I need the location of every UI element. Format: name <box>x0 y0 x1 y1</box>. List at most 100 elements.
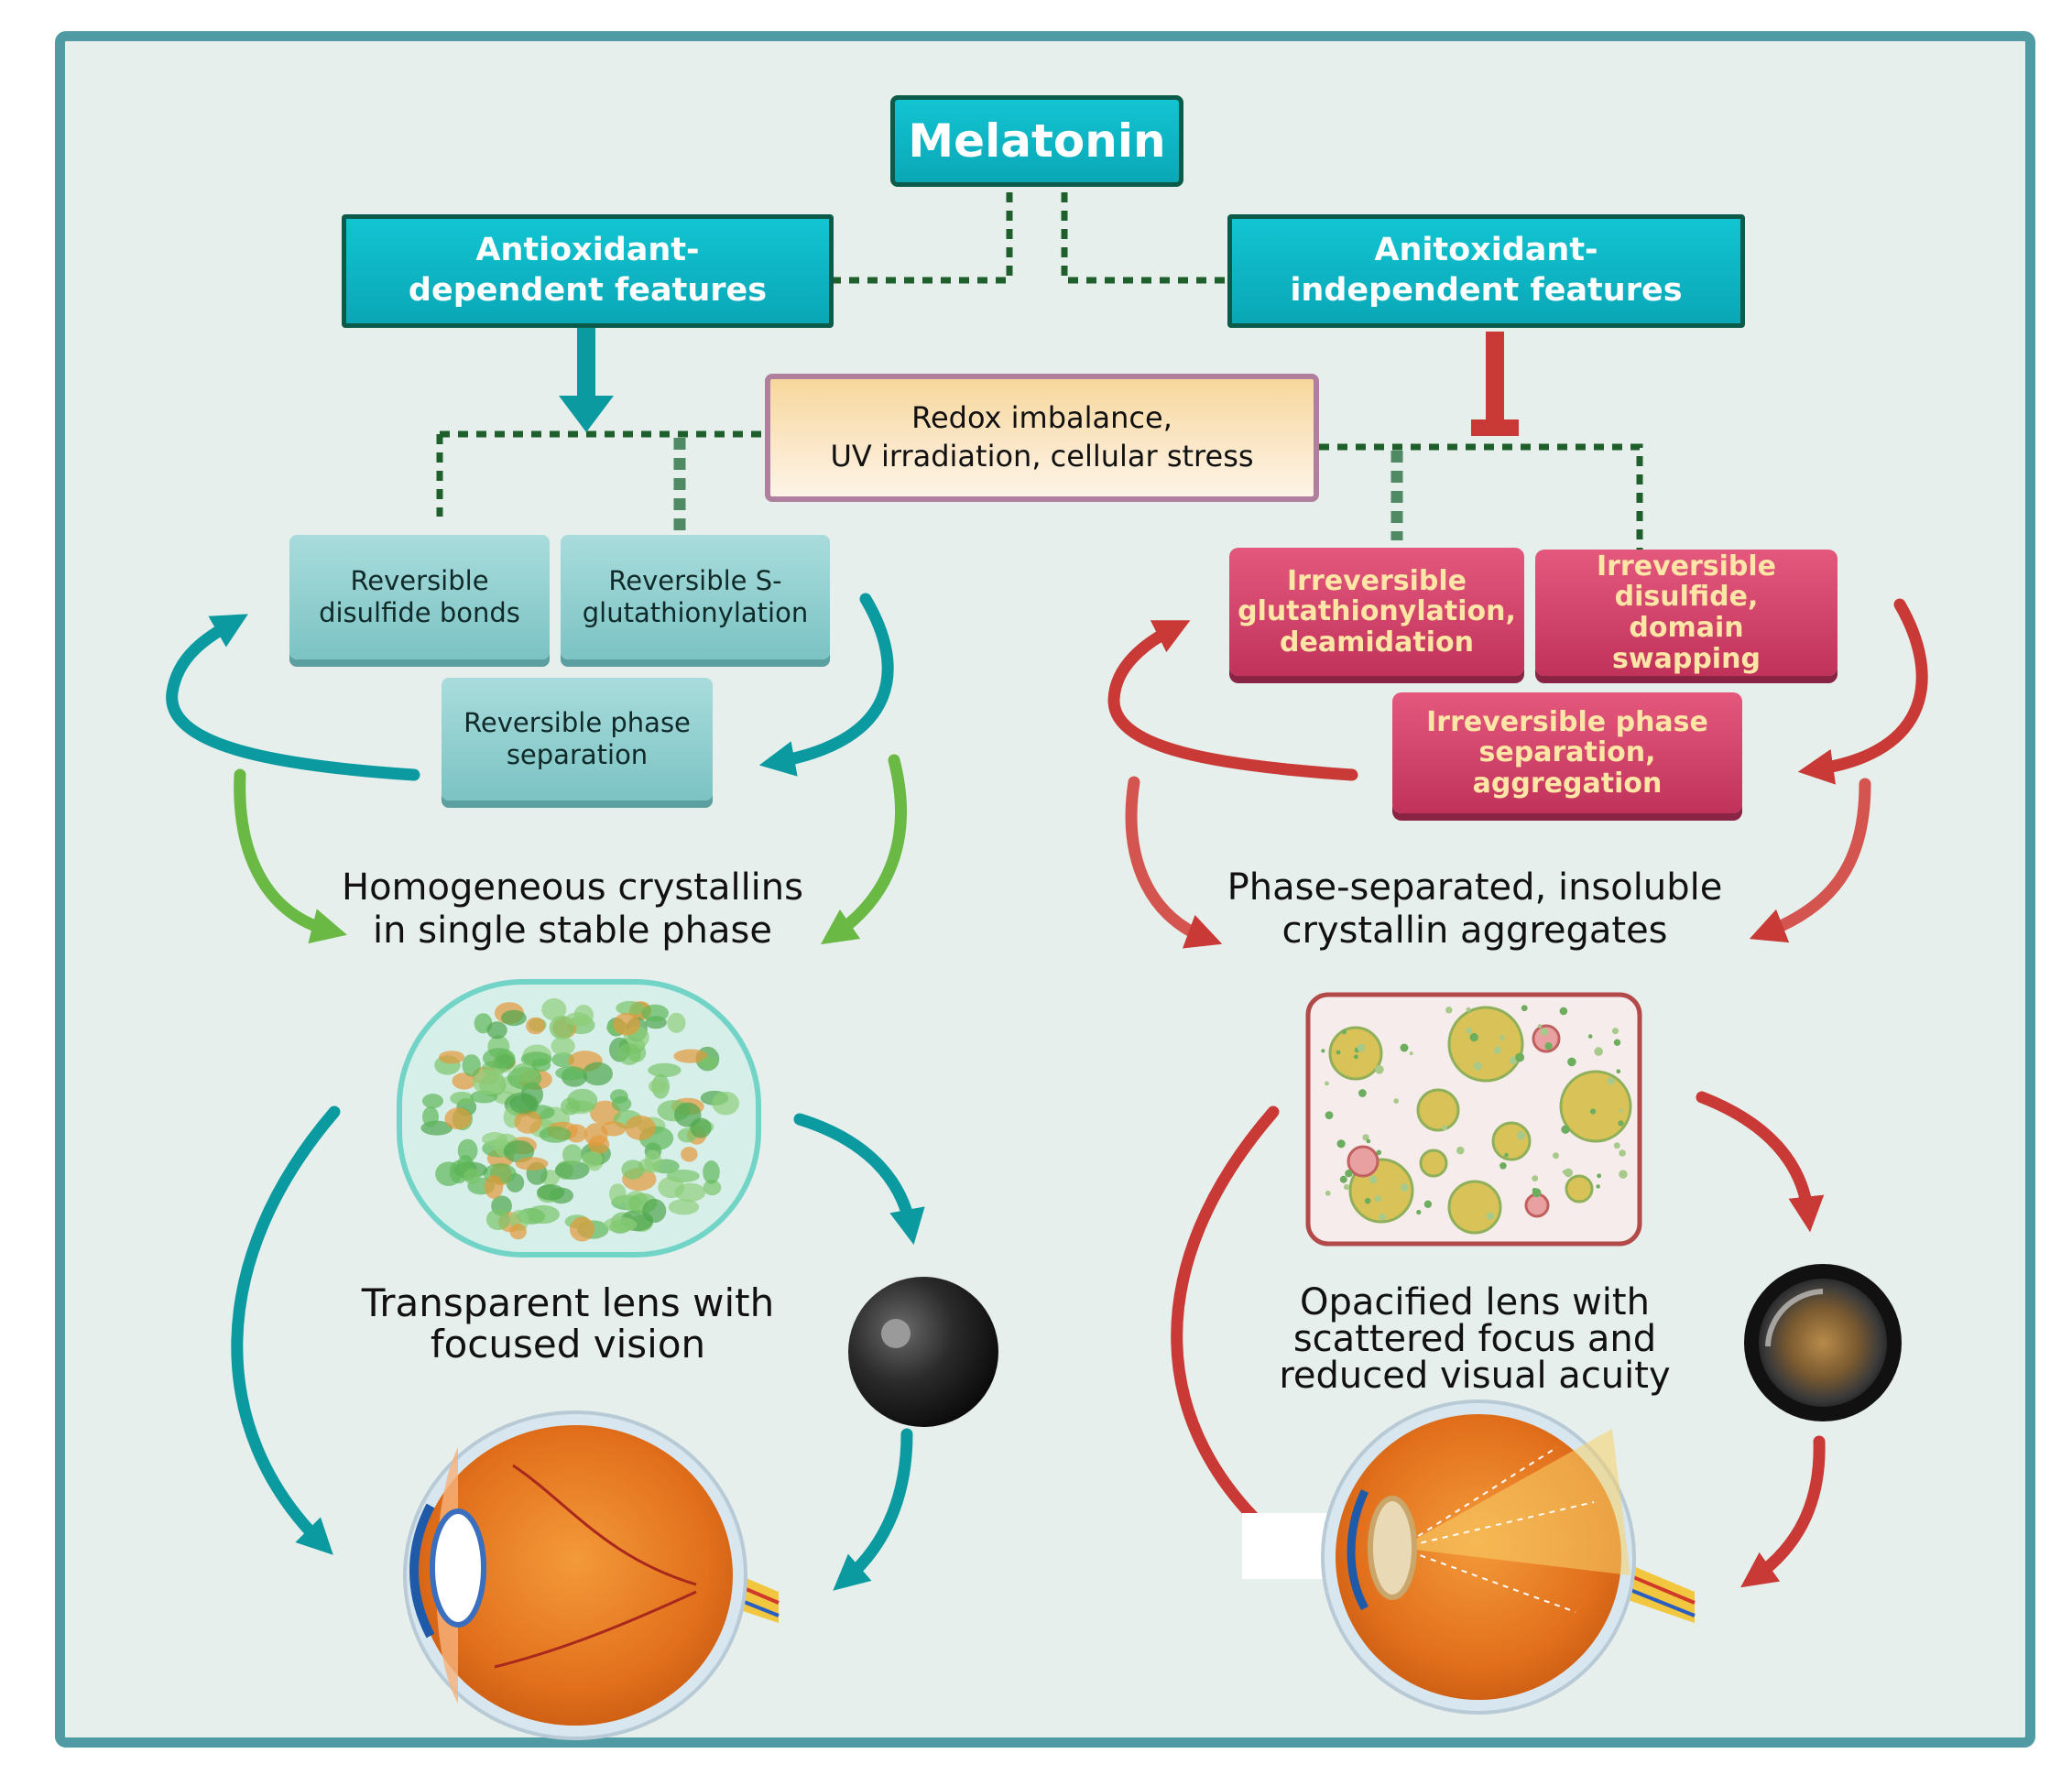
antioxidant-dependent-box: Antioxidant-dependent features <box>342 214 834 328</box>
crystallin-molecule <box>642 1198 667 1224</box>
crystallin-molecule <box>554 1160 590 1180</box>
soluble-particle <box>1357 1043 1366 1052</box>
soluble-particle <box>1376 1149 1382 1156</box>
opacified-line-2: scattered focus and <box>1292 1318 1657 1360</box>
right-lower-arrows <box>1171 1091 1826 1588</box>
activation-arrow <box>559 326 614 432</box>
soluble-particle <box>1613 1142 1620 1149</box>
soluble-particle <box>1345 1170 1353 1178</box>
soluble-particle <box>1516 1130 1526 1140</box>
soluble-particle <box>1537 1024 1543 1029</box>
soluble-particle <box>1466 1007 1471 1012</box>
aggregate-blob <box>1419 1149 1448 1178</box>
soluble-particle <box>1342 1029 1347 1035</box>
irreversible-glutathionylation-box: Irreversible glutathionylation, deamidat… <box>1229 548 1524 676</box>
soluble-particle <box>1613 1039 1621 1046</box>
soluble-particle <box>1619 1149 1626 1157</box>
soluble-particle <box>1515 1052 1525 1062</box>
soluble-particle <box>1559 1007 1568 1016</box>
right-cycle-arrows <box>1107 598 1928 785</box>
soluble-particle <box>1532 1187 1537 1192</box>
crystallin-molecule <box>511 1062 539 1083</box>
soluble-particle <box>1379 1213 1386 1221</box>
soluble-particle <box>1493 1046 1501 1054</box>
soluble-particle <box>1362 1134 1369 1141</box>
aggregate-state-label: Phase-separated, insoluble crystallin ag… <box>1191 866 1759 953</box>
crystallin-molecule <box>503 1140 535 1163</box>
soluble-particle <box>1587 1034 1593 1039</box>
soluble-particle <box>1445 1007 1453 1014</box>
soluble-particle <box>1358 1089 1367 1097</box>
crystallin-molecule <box>613 1012 640 1036</box>
soluble-particle <box>1339 1175 1347 1183</box>
stress-box: Redox imbalance, UV irradiation, cellula… <box>765 374 1319 502</box>
misfolded-protein <box>1532 1024 1561 1053</box>
homogeneous-state-label: Homogeneous crystallins in single stable… <box>302 866 843 953</box>
left-lower-arrows <box>231 1105 925 1591</box>
left-cycle-arrows <box>166 593 894 781</box>
crystallin-molecule <box>526 1204 560 1225</box>
crystallin-molecule <box>667 1012 686 1033</box>
cataract-eye-anatomy <box>1242 1399 1696 1715</box>
stress-line-1: Redox imbalance, <box>911 400 1172 436</box>
crystallin-molecule <box>601 1121 627 1137</box>
soluble-particle <box>1336 1050 1341 1055</box>
reversible-disulfide-box: Reversible disulfide bonds <box>289 535 550 659</box>
crystallin-molecule <box>703 1180 722 1196</box>
soluble-particle <box>1374 1195 1381 1203</box>
irreversible-phase-label: Irreversible phase separation, aggregati… <box>1426 705 1708 800</box>
aggregate-blob <box>1559 1070 1632 1143</box>
soluble-particle <box>1596 1184 1600 1189</box>
crystallin-molecule <box>673 1049 708 1063</box>
soluble-particle <box>1325 1111 1334 1119</box>
antioxidant-independent-label: Anitoxidant-independent features <box>1290 232 1683 309</box>
irreversible-glutathionylation-label: Irreversible glutathionylation, deamidat… <box>1238 564 1516 659</box>
transparent-line-1: Transparent lens with <box>361 1280 775 1325</box>
crystallin-molecule <box>482 1048 516 1069</box>
soluble-particle <box>1504 1152 1509 1158</box>
branch-stubs <box>673 438 1403 540</box>
crystallin-molecule <box>555 1065 586 1081</box>
soluble-particle <box>1473 1062 1482 1071</box>
eye-anatomy <box>403 1410 780 1740</box>
crystallin-molecule <box>515 1157 549 1171</box>
soluble-particle <box>1469 1032 1478 1042</box>
crystallin-molecule <box>551 1036 575 1056</box>
soluble-particle <box>1616 1069 1621 1073</box>
stress-line-2: UV irradiation, cellular stress <box>830 439 1254 474</box>
crystallin-molecule <box>422 1106 439 1127</box>
melatonin-box: Melatonin <box>890 95 1183 187</box>
crystallin-molecule <box>526 1017 546 1035</box>
soluble-particle <box>1619 1108 1623 1113</box>
crystallin-molecule <box>472 1069 506 1095</box>
homogeneous-line-2: in single stable phase <box>373 909 772 953</box>
soluble-particle <box>1366 1138 1371 1144</box>
crystallin-molecule <box>712 1091 739 1116</box>
crystallin-molecule <box>573 1005 594 1027</box>
crystallin-molecule <box>703 1160 720 1184</box>
soluble-particle <box>1400 1183 1409 1192</box>
crystallin-molecule <box>603 1216 638 1233</box>
crystallin-molecule <box>609 1183 627 1204</box>
soluble-particle <box>1607 1077 1615 1085</box>
soluble-particle <box>1594 1047 1603 1056</box>
soluble-particle <box>1590 1108 1597 1115</box>
aggregate-panel <box>1305 992 1642 1247</box>
aggregate-blob <box>1447 1180 1502 1235</box>
crystallin-molecule <box>649 1079 668 1094</box>
crystallin-molecule <box>583 1062 613 1086</box>
opacified-line-3: reduced visual acuity <box>1279 1355 1671 1397</box>
soluble-particle <box>1540 1028 1549 1036</box>
aggregate-blob <box>1565 1174 1594 1203</box>
crystallin-molecule <box>668 1199 700 1215</box>
soluble-particle <box>1343 1183 1350 1191</box>
soluble-particle <box>1325 1190 1331 1196</box>
soluble-particle <box>1499 1162 1507 1170</box>
crystallin-molecule <box>537 1184 565 1201</box>
antioxidant-dependent-label: Antioxidant-dependent features <box>408 232 768 309</box>
right-outer-arrows <box>1125 776 1871 949</box>
transparent-line-2: focused vision <box>430 1322 706 1367</box>
crystallin-molecule <box>648 1062 682 1078</box>
crystallin-molecule <box>531 1058 551 1073</box>
